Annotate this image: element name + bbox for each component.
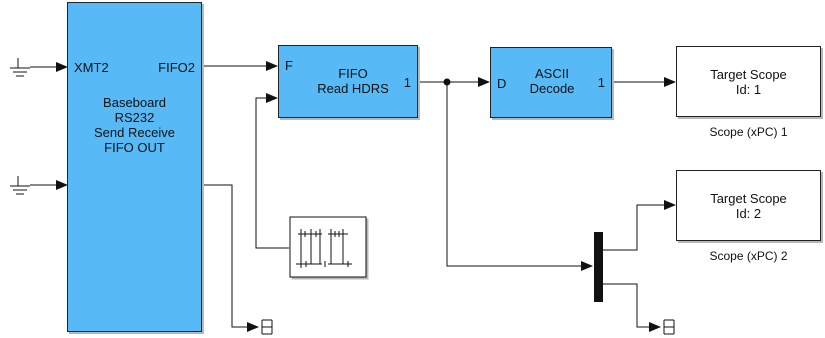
- baseboard-title-line: Send Receive: [94, 125, 175, 140]
- fifo-title-line: FIFO: [338, 66, 368, 81]
- terminator-icon: [663, 319, 675, 335]
- ascii-out-port-label: 1: [597, 75, 605, 90]
- signal-display-block[interactable]: [289, 216, 367, 278]
- scope1-title-line: Id: 1: [735, 82, 762, 97]
- scope1-title: Target Scope Id: 1: [677, 67, 820, 97]
- fifo-title: FIFO Read HDRS: [293, 66, 413, 96]
- baseboard-title-line: Baseboard: [103, 95, 166, 110]
- fifo-in-port-label: F: [285, 58, 293, 73]
- signal-display-icon: [296, 229, 352, 268]
- ascii-decode-block[interactable]: D 1 ASCII Decode: [490, 47, 612, 118]
- target-scope-1-block[interactable]: Target Scope Id: 1: [676, 46, 821, 117]
- signal-line[interactable]: [255, 93, 289, 249]
- baseboard-title-line: FIFO OUT: [104, 140, 165, 155]
- baseboard-out-port-label: FIFO2: [158, 60, 195, 75]
- baseboard-title: Baseboard RS232 Send Receive FIFO OUT: [68, 95, 201, 155]
- ascii-title: ASCII Decode: [507, 66, 597, 96]
- ascii-title-line: Decode: [529, 81, 575, 96]
- scope2-title-line: Id: 2: [735, 206, 762, 221]
- signal-line[interactable]: [202, 184, 259, 332]
- baseboard-in-port-label: XMT2: [74, 60, 109, 75]
- mux-bar[interactable]: [594, 232, 603, 302]
- fifo-out-port-label: 1: [403, 75, 411, 90]
- ascii-in-port-label: D: [497, 76, 507, 91]
- scope2-caption: Scope (xPC) 2: [709, 249, 788, 263]
- fifo-read-hdrs-block[interactable]: F 1 FIFO Read HDRS: [278, 45, 418, 118]
- terminator-icon: [261, 319, 273, 335]
- scope1-caption: Scope (xPC) 1: [709, 125, 788, 139]
- scope2-title: Target Scope Id: 2: [677, 191, 820, 221]
- baseboard-title-line: RS232: [114, 110, 155, 125]
- signal-line[interactable]: [602, 283, 661, 332]
- scope1-title-line: Target Scope: [710, 67, 787, 82]
- ground-icon: [10, 58, 30, 77]
- scope2-title-line: Target Scope: [710, 191, 787, 206]
- signal-line[interactable]: [446, 82, 593, 271]
- fifo-title-line: Read HDRS: [317, 81, 389, 96]
- signal-line[interactable]: [602, 200, 676, 251]
- target-scope-2-block[interactable]: Target Scope Id: 2: [676, 170, 821, 241]
- ground-icon: [10, 176, 30, 195]
- baseboard-rs232-block[interactable]: XMT2 FIFO2 Baseboard RS232 Send Receive …: [67, 2, 202, 332]
- ascii-title-line: ASCII: [535, 66, 569, 81]
